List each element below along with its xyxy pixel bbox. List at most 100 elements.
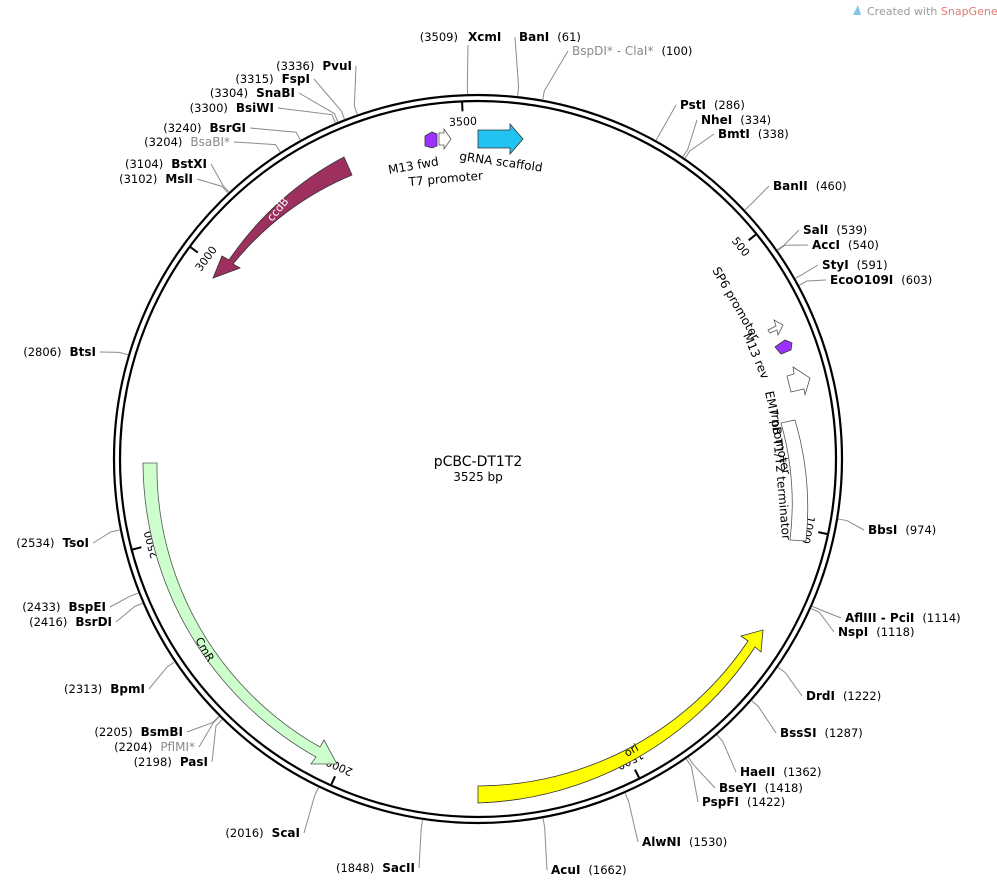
site-name: BsrGI <box>209 121 246 135</box>
site-label[interactable]: PspFI(1422) <box>702 795 785 809</box>
site-leader-line <box>751 700 777 734</box>
site-position: (2313) <box>64 682 102 696</box>
site-position: (3315) <box>235 72 273 86</box>
site-label[interactable]: NspI (1118) <box>838 625 915 639</box>
site-name: BtsI <box>70 345 97 359</box>
site-name: PasI <box>180 755 208 769</box>
site-label[interactable]: XcmI(3509) <box>420 30 502 44</box>
site-label[interactable]: BstXI(3104) <box>125 157 207 171</box>
site-label[interactable]: AflIII - PciI(1114) <box>845 611 961 625</box>
site-name: BanII <box>773 179 808 193</box>
site-position: (3509) <box>420 30 458 44</box>
site-leader-line <box>198 716 220 748</box>
site-position: (1287) <box>825 726 863 740</box>
site-position: (1362) <box>783 765 821 779</box>
site-leader-line <box>684 133 715 159</box>
site-label[interactable]: BtsI(2806) <box>23 345 96 359</box>
site-position: (2433) <box>22 600 60 614</box>
site-position: (3104) <box>125 157 163 171</box>
site-name: NspI <box>838 625 868 639</box>
feature-m13-fwd[interactable] <box>424 131 438 149</box>
site-name: NheI <box>701 113 732 127</box>
feature-ori[interactable] <box>477 629 764 804</box>
site-position: (3240) <box>163 121 201 135</box>
label-ori: ori <box>622 741 641 759</box>
site-leader-line <box>303 787 320 834</box>
site-position: (539) <box>836 223 867 237</box>
site-label[interactable]: EcoO109I(603) <box>830 273 932 287</box>
site-label[interactable]: BspDI* - ClaI* (100) <box>572 44 692 58</box>
site-label[interactable]: BsrDI (2416) <box>29 615 112 629</box>
site-label[interactable]: AlwNI(1530) <box>642 835 727 849</box>
site-label[interactable]: TsoI(2534) <box>16 536 89 550</box>
site-position: (100) <box>661 44 692 58</box>
site-label[interactable]: DrdI(1222) <box>806 689 881 703</box>
site-label[interactable]: BsiWI(3300) <box>190 101 274 115</box>
feature-m13-rev[interactable] <box>774 339 793 355</box>
site-position: (1118) <box>876 625 914 639</box>
site-name: BbsI <box>868 523 897 537</box>
site-label[interactable]: FspI (3315) <box>235 72 310 86</box>
site-label[interactable]: StyI (591) <box>822 258 888 272</box>
feature-cmr[interactable] <box>142 462 338 765</box>
site-name: FspI <box>282 72 310 86</box>
site-leader-line <box>418 819 424 869</box>
site-label[interactable]: BspEI(2433) <box>22 600 106 614</box>
site-label[interactable]: ScaI(2016) <box>225 826 300 840</box>
site-label[interactable]: PstI(286) <box>680 98 745 112</box>
site-leader-line <box>186 715 220 733</box>
site-label[interactable]: SalI(539) <box>803 223 867 237</box>
site-name: BspDI* - ClaI* <box>572 44 653 58</box>
site-label[interactable]: PflMI*(2204) <box>114 740 195 754</box>
feature-grna-scaffold[interactable] <box>477 122 524 156</box>
site-label[interactable]: MslI(3102) <box>119 172 193 186</box>
site-name: HaeII <box>740 765 775 779</box>
feature-sp6-promoter[interactable] <box>767 319 784 337</box>
site-name: PvuI <box>322 59 352 73</box>
site-leader-line <box>92 529 121 544</box>
site-name: ScaI <box>272 826 300 840</box>
feature-rrnb-terminator[interactable] <box>780 419 809 542</box>
site-label[interactable]: BseYI(1418) <box>719 781 803 795</box>
site-position: (286) <box>714 98 745 112</box>
site-position: (591) <box>857 258 888 272</box>
site-label[interactable]: AccI(540) <box>812 238 879 252</box>
site-label[interactable]: NheI(334) <box>701 113 771 127</box>
tick-mark <box>748 233 757 242</box>
site-label[interactable]: BsmBI(2205) <box>94 725 183 739</box>
site-name: BsrDI <box>75 615 112 629</box>
site-label[interactable]: PasI(2198) <box>134 755 208 769</box>
site-label[interactable]: BanII(460) <box>773 179 847 193</box>
site-label[interactable]: SacII(1848) <box>336 861 415 875</box>
site-label[interactable]: BssSI(1287) <box>780 726 863 740</box>
site-leader-line <box>687 757 716 789</box>
tick-mark <box>634 769 640 779</box>
site-name: BanI <box>519 30 549 44</box>
feature-em7-promoter[interactable] <box>786 366 811 396</box>
site-name: StyI <box>822 258 849 272</box>
site-position: (2205) <box>94 725 132 739</box>
site-label[interactable]: BmtI(338) <box>718 127 789 141</box>
site-leader-line <box>716 734 737 773</box>
site-label[interactable]: PvuI(3336) <box>276 59 352 73</box>
site-label[interactable]: BpmI(2313) <box>64 682 145 696</box>
site-position: (2534) <box>16 536 54 550</box>
site-label[interactable]: AcuI(1662) <box>551 863 627 877</box>
feature-ccdb[interactable] <box>212 156 353 279</box>
site-label[interactable]: BsaBI*(3204) <box>144 135 230 149</box>
site-position: (2416) <box>29 615 67 629</box>
backbone-inner <box>118 99 838 819</box>
site-name: PspFI <box>702 795 739 809</box>
site-label[interactable]: SnaBI(3304) <box>210 86 295 100</box>
site-leader-line <box>196 178 229 194</box>
site-leader-line <box>148 661 175 690</box>
site-label[interactable]: BbsI (974) <box>868 523 936 537</box>
site-label[interactable]: BanI(61) <box>519 30 581 44</box>
site-position: (974) <box>905 523 936 537</box>
site-label[interactable]: BsrGI (3240) <box>163 121 246 135</box>
site-leader-line <box>798 279 827 286</box>
site-position: (1114) <box>922 611 960 625</box>
feature-t7-promoter[interactable] <box>438 127 452 151</box>
site-label[interactable]: HaeII (1362) <box>740 765 821 779</box>
site-name: SacII <box>382 861 415 875</box>
